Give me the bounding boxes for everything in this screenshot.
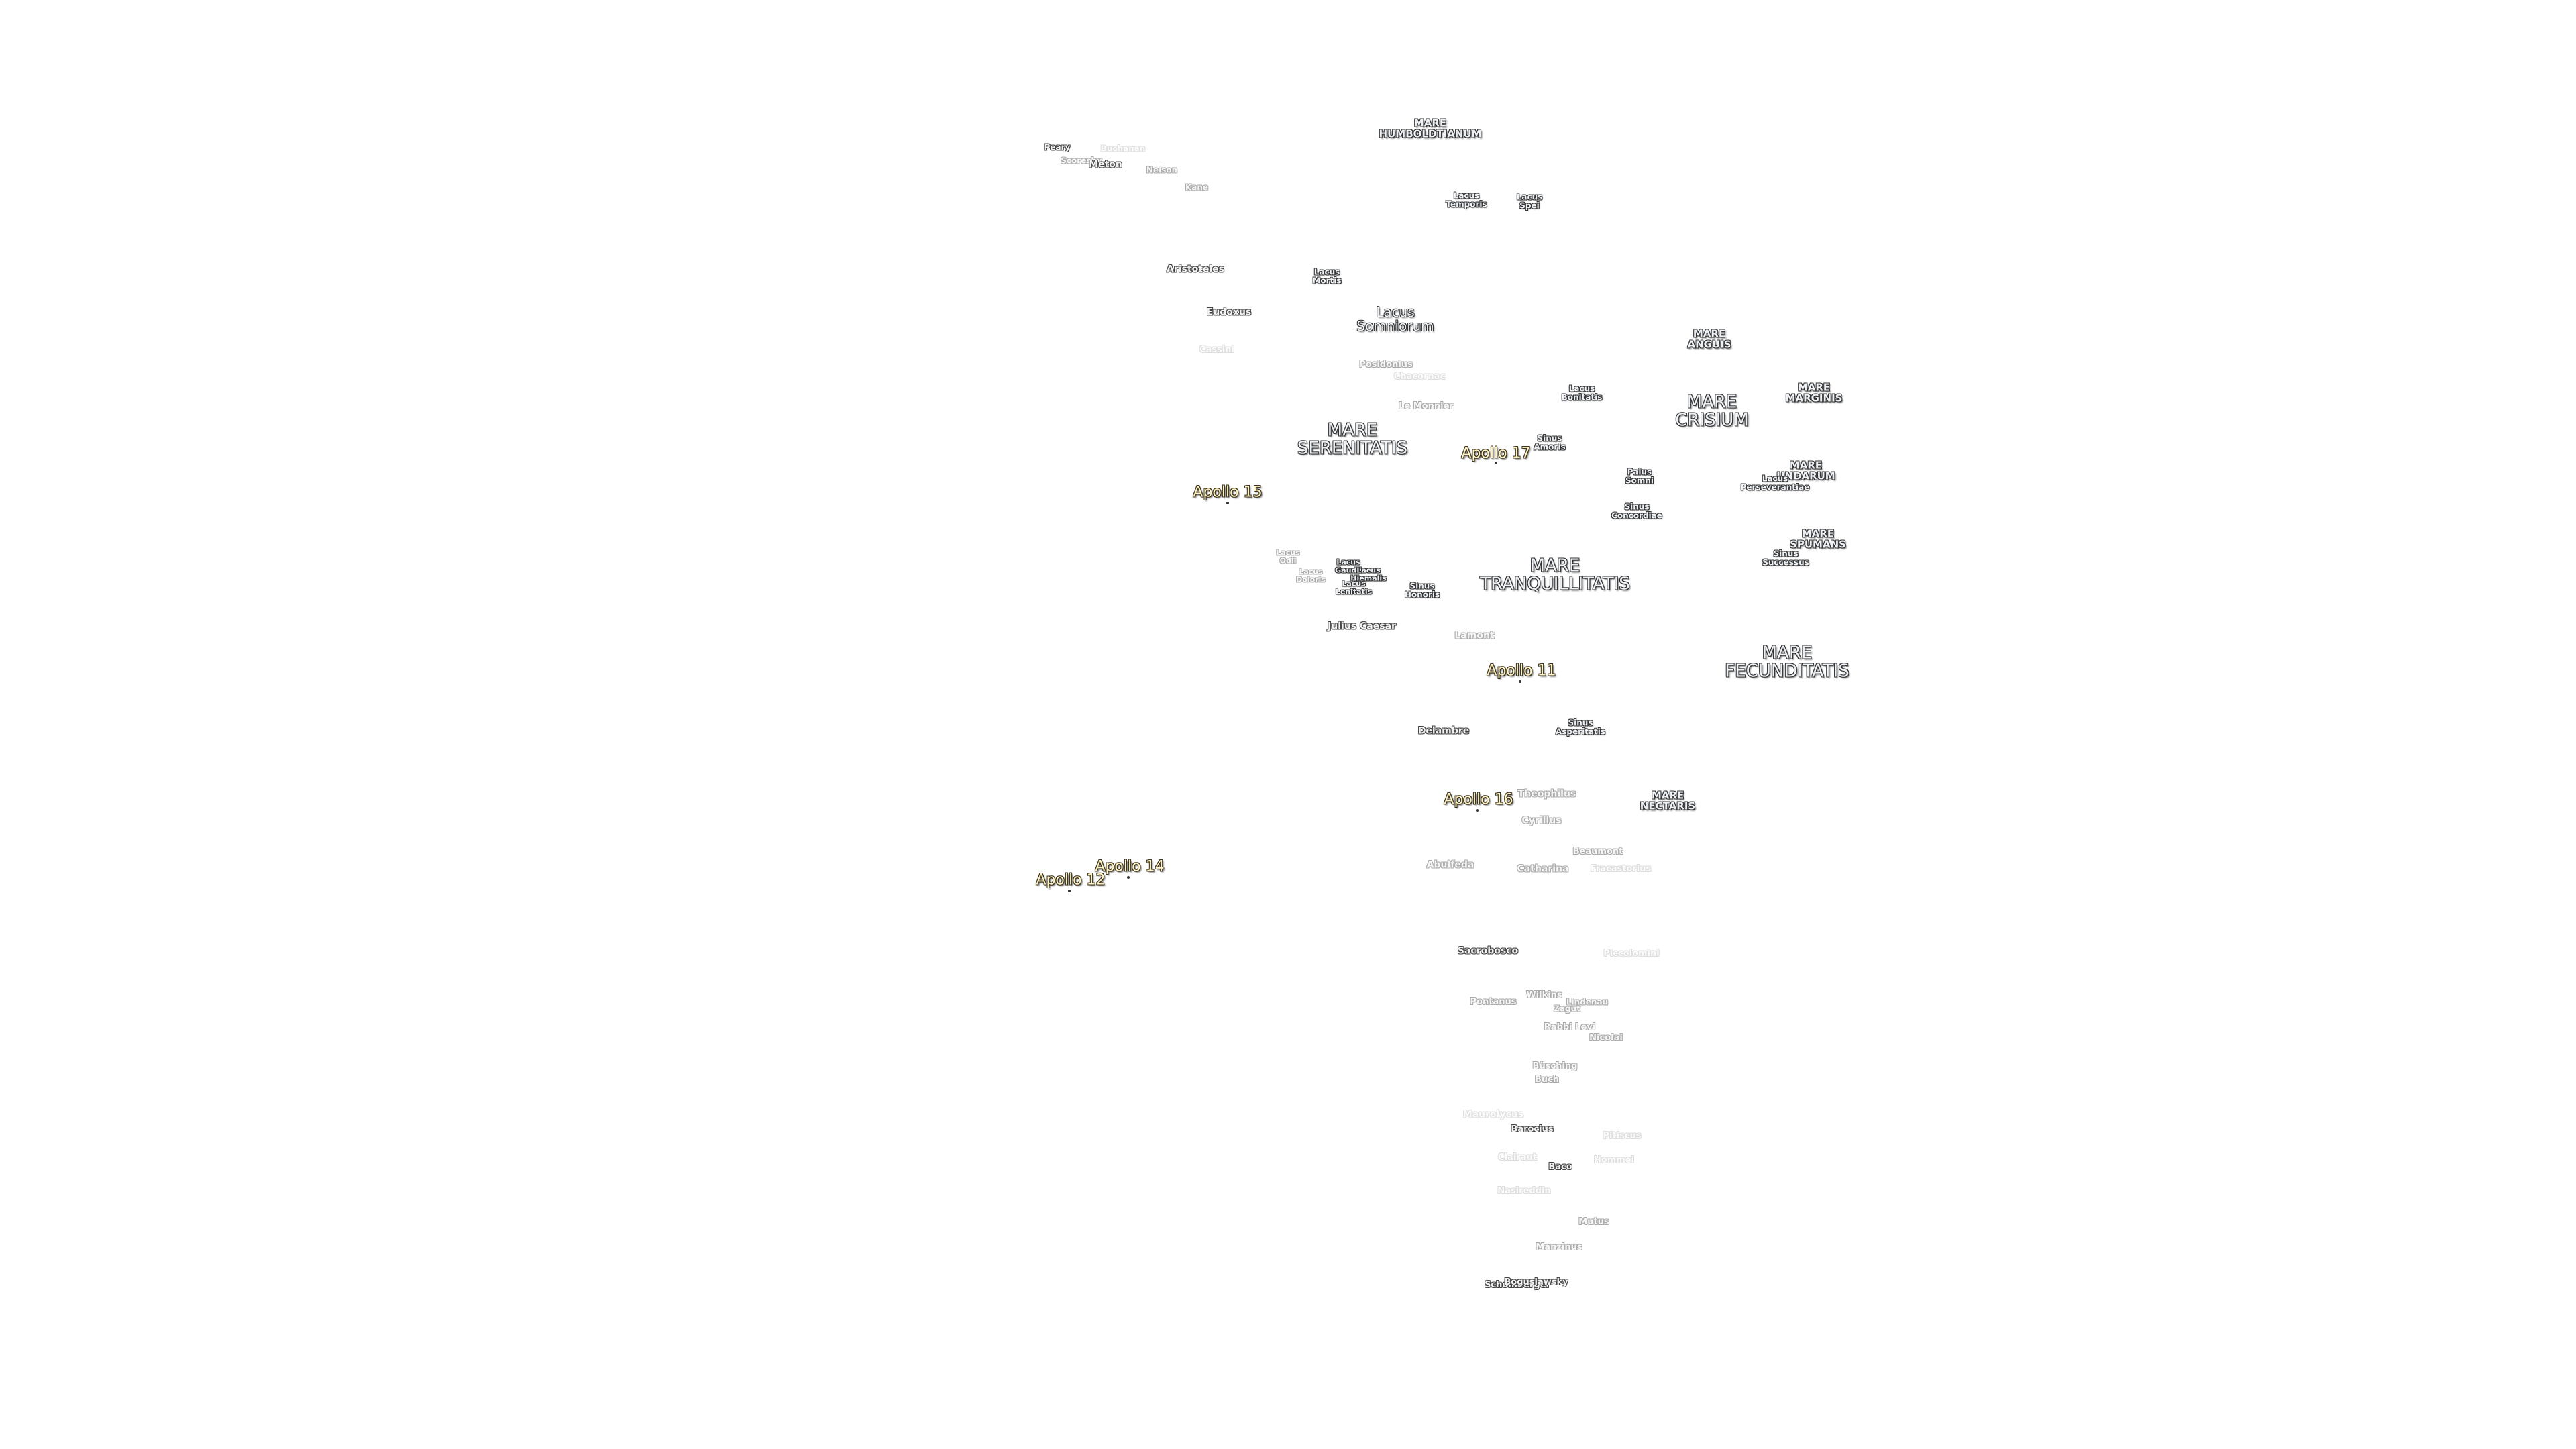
crater-cyrillus-label[interactable]: Cyrillus (1521, 815, 1562, 826)
mare-nectaris-label[interactable]: MARE NECTARIS (1640, 789, 1696, 812)
sinus-concordiae-label[interactable]: Sinus Concordiae (1611, 502, 1662, 520)
mare-crisium-label[interactable]: MARE CRISIUM (1675, 392, 1749, 431)
sinus-honoris-label[interactable]: Sinus Honoris (1404, 581, 1440, 599)
crater-le-monnier-label[interactable]: Le Monnier (1399, 401, 1454, 412)
crater-scoresby-label[interactable]: Scoresby (1061, 156, 1102, 166)
apollo-12-label[interactable]: Apollo 12 (1036, 871, 1106, 889)
crater-wilkins-label[interactable]: Wilkins (1526, 990, 1562, 1001)
crater-nelson-label[interactable]: Nelson (1146, 165, 1178, 175)
crater-busching-label[interactable]: Büsching (1532, 1061, 1578, 1072)
crater-sacrobosco-label[interactable]: Sacrobosco (1457, 945, 1519, 957)
crater-aristoteles-label[interactable]: Aristoteles (1167, 264, 1224, 275)
crater-nicolai-label[interactable]: Nicolai (1589, 1033, 1623, 1044)
mare-serenitatis-label[interactable]: MARE SERENITATIS (1297, 420, 1408, 459)
crater-beaumont-label[interactable]: Beaumont (1572, 847, 1623, 857)
crater-peary-label[interactable]: Peary (1044, 142, 1071, 152)
crater-lamont-label[interactable]: Lamont (1454, 630, 1495, 641)
crater-zagut-label[interactable]: Zagut (1554, 1004, 1580, 1014)
lacus-somniorum-label[interactable]: Lacus Somniorum (1356, 304, 1434, 334)
crater-maurolycus-label[interactable]: Maurolycus (1462, 1109, 1524, 1120)
lacus-lenitatis-label[interactable]: Lacus Lenitatis (1335, 579, 1373, 596)
apollo-16-label[interactable]: Apollo 16 (1444, 791, 1513, 808)
mare-spumans-label[interactable]: MARE SPUMANS (1790, 527, 1846, 550)
crater-eudoxus-label[interactable]: Eudoxus (1206, 307, 1252, 318)
crater-abulfeda-label[interactable]: Abulfeda (1426, 859, 1474, 871)
sinus-asperitatis-label[interactable]: Sinus Asperitatis (1555, 718, 1606, 736)
sinus-successus-label[interactable]: Sinus Successus (1762, 549, 1809, 567)
lacus-doloris-label[interactable]: Lacus Doloris (1296, 567, 1326, 584)
lacus-spei-label[interactable]: Lacus Spei (1516, 192, 1543, 210)
crater-baco-label[interactable]: Baco (1548, 1162, 1572, 1173)
lacus-odii-label[interactable]: Lacus Odii (1276, 548, 1300, 565)
crater-clairaut-label[interactable]: Clairaut (1498, 1152, 1537, 1163)
mare-humboldtianum-label[interactable]: MARE HUMBOLDTIANUM (1379, 117, 1482, 140)
apollo-14-label[interactable]: Apollo 14 (1095, 858, 1165, 875)
apollo-11-label[interactable]: Apollo 11 (1487, 662, 1556, 680)
crater-barocius-label[interactable]: Barocius (1511, 1124, 1554, 1135)
crater-kane-label[interactable]: Kane (1185, 182, 1209, 193)
apollo-12-marker-icon[interactable] (1068, 890, 1071, 892)
apollo-17-marker-icon[interactable] (1495, 462, 1497, 464)
crater-boguslawsky-label[interactable]: Boguslawsky (1504, 1277, 1568, 1288)
crater-piccolomini-label[interactable]: Piccolomini (1603, 949, 1660, 959)
mare-fecunditatis-label[interactable]: MARE FECUNDITATIS (1725, 643, 1849, 682)
palus-somni-label[interactable]: Palus Somni (1625, 467, 1654, 485)
crater-fracastorius-label[interactable]: Fracastorius (1590, 864, 1652, 875)
crater-hommel-label[interactable]: Hommel (1593, 1155, 1635, 1166)
apollo-17-label[interactable]: Apollo 17 (1461, 445, 1531, 462)
apollo-16-marker-icon[interactable] (1476, 809, 1479, 812)
lacus-temporis-label[interactable]: Lacus Temporis (1446, 191, 1487, 209)
crater-pontanus-label[interactable]: Pontanus (1470, 997, 1517, 1008)
crater-cassini-label[interactable]: Cassini (1199, 345, 1234, 356)
crater-meton-label[interactable]: Meton (1089, 159, 1122, 170)
mare-anguis-label[interactable]: MARE ANGUIS (1687, 327, 1731, 350)
mare-tranquillitatis-label[interactable]: MARE TRANQUILLITATIS (1480, 555, 1630, 594)
apollo-15-marker-icon[interactable] (1226, 502, 1229, 504)
lacus-mortis-label[interactable]: Lacus Mortis (1312, 267, 1342, 285)
crater-schomberger-label[interactable]: Schomberger (1485, 1280, 1550, 1291)
lacus-hiemalis-label[interactable]: Lacus Hiemalis (1350, 566, 1387, 582)
crater-nasireddin-label[interactable]: Nasireddin (1497, 1186, 1551, 1197)
apollo-14-marker-icon[interactable] (1127, 876, 1130, 879)
crater-delambre-label[interactable]: Delambre (1417, 725, 1470, 737)
crater-julius-caesar-label[interactable]: Julius Caesar (1328, 621, 1396, 632)
lacus-bonitatis-label[interactable]: Lacus Bonitatis (1561, 384, 1603, 402)
crater-buchanan-label[interactable]: Buchanan (1100, 144, 1146, 154)
crater-rabbi-levi-label[interactable]: Rabbi Levi (1544, 1022, 1596, 1033)
crater-lindenau-label[interactable]: Lindenau (1566, 997, 1609, 1007)
lacus-gaudii-label[interactable]: Lacus Gaudii (1335, 557, 1362, 574)
crater-theophilus-label[interactable]: Theophilus (1517, 788, 1576, 800)
lacus-perseverantiae-label[interactable]: Lacus Perseverantiae (1740, 474, 1810, 492)
crater-buch-label[interactable]: Buch (1534, 1075, 1560, 1085)
mare-marginis-label[interactable]: MARE MARGINIS (1785, 381, 1843, 404)
crater-pitiscus-label[interactable]: Pitiscus (1603, 1131, 1642, 1142)
crater-chacornac-label[interactable]: Chacornac (1393, 372, 1446, 382)
crater-manzinus-label[interactable]: Manzinus (1536, 1242, 1582, 1253)
mare-undarum-label[interactable]: MARE UNDARUM (1776, 459, 1835, 482)
crater-mutus-label[interactable]: Mutus (1578, 1217, 1609, 1228)
sinus-amoris-label[interactable]: Sinus Amoris (1534, 433, 1566, 451)
crater-posidonius-label[interactable]: Posidonius (1359, 360, 1413, 370)
crater-catharina-label[interactable]: Catharina (1517, 863, 1569, 875)
apollo-11-marker-icon[interactable] (1519, 680, 1521, 683)
apollo-15-label[interactable]: Apollo 15 (1193, 484, 1263, 501)
